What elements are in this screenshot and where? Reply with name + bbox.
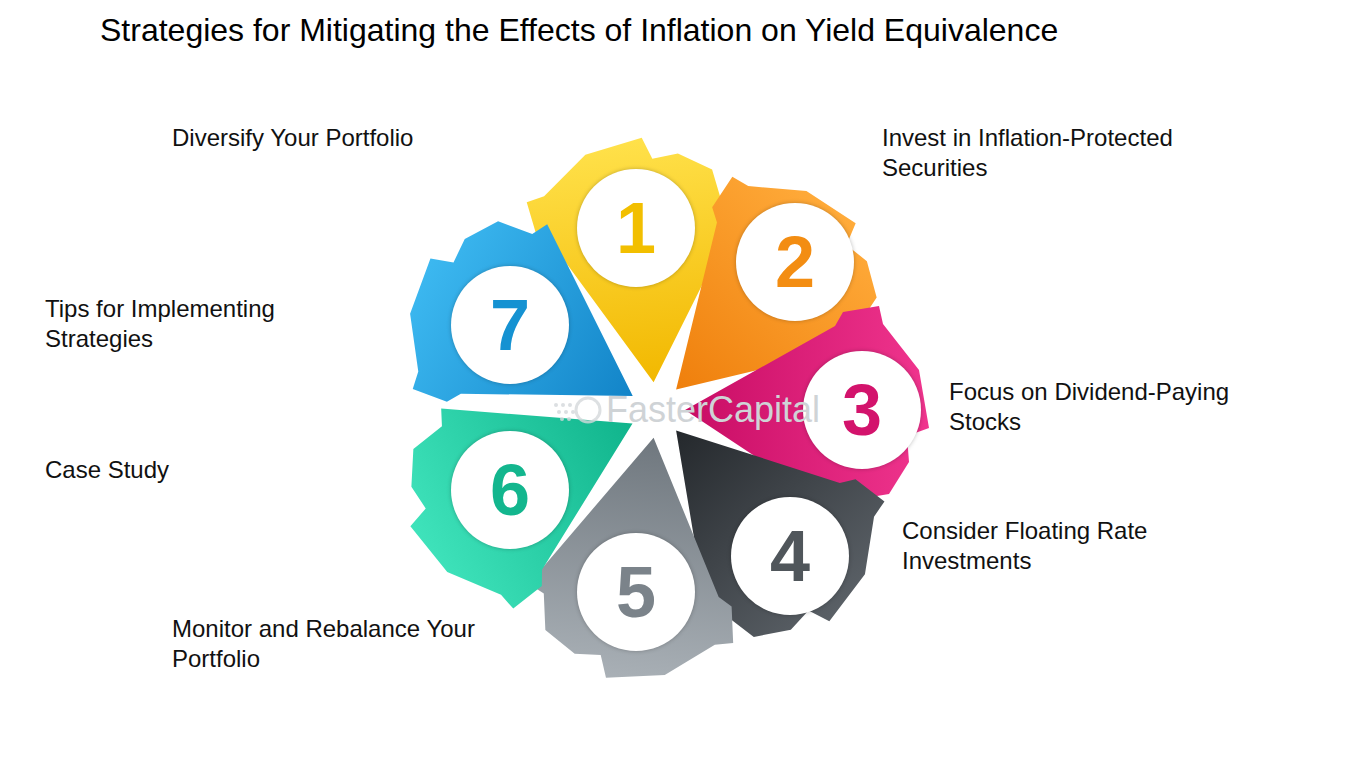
watermark: FasterCapital xyxy=(606,389,820,431)
step-label: Tips for Implementing Strategies xyxy=(45,294,305,354)
step-number: 3 xyxy=(842,374,882,446)
step-number: 6 xyxy=(490,454,530,526)
step-label: Consider Floating Rate Investments xyxy=(902,516,1202,576)
number-circle: 1Diversify Your Portfolio xyxy=(577,169,695,287)
step-number: 4 xyxy=(770,520,810,592)
step-label: Invest in Inflation-Protected Securities xyxy=(882,123,1242,183)
step-number: 7 xyxy=(490,289,530,361)
number-circle: 6Case Study xyxy=(451,431,569,549)
step-label: Focus on Dividend-Paying Stocks xyxy=(949,377,1269,437)
step-number: 5 xyxy=(616,556,656,628)
number-circle: 2Invest in Inflation-Protected Securitie… xyxy=(736,203,854,321)
step-label: Case Study xyxy=(45,455,245,485)
number-circle: 4Consider Floating Rate Investments xyxy=(731,497,849,615)
step-number: 1 xyxy=(616,192,656,264)
number-circle: 3Focus on Dividend-Paying Stocks xyxy=(803,351,921,469)
number-circle: 7Tips for Implementing Strategies xyxy=(451,266,569,384)
step-number: 2 xyxy=(775,226,815,298)
diagram-title: Strategies for Mitigating the Effects of… xyxy=(100,12,1058,49)
number-circle: 5Monitor and Rebalance Your Portfolio xyxy=(577,533,695,651)
step-label: Diversify Your Portfolio xyxy=(172,123,502,153)
step-label: Monitor and Rebalance Your Portfolio xyxy=(172,614,517,674)
